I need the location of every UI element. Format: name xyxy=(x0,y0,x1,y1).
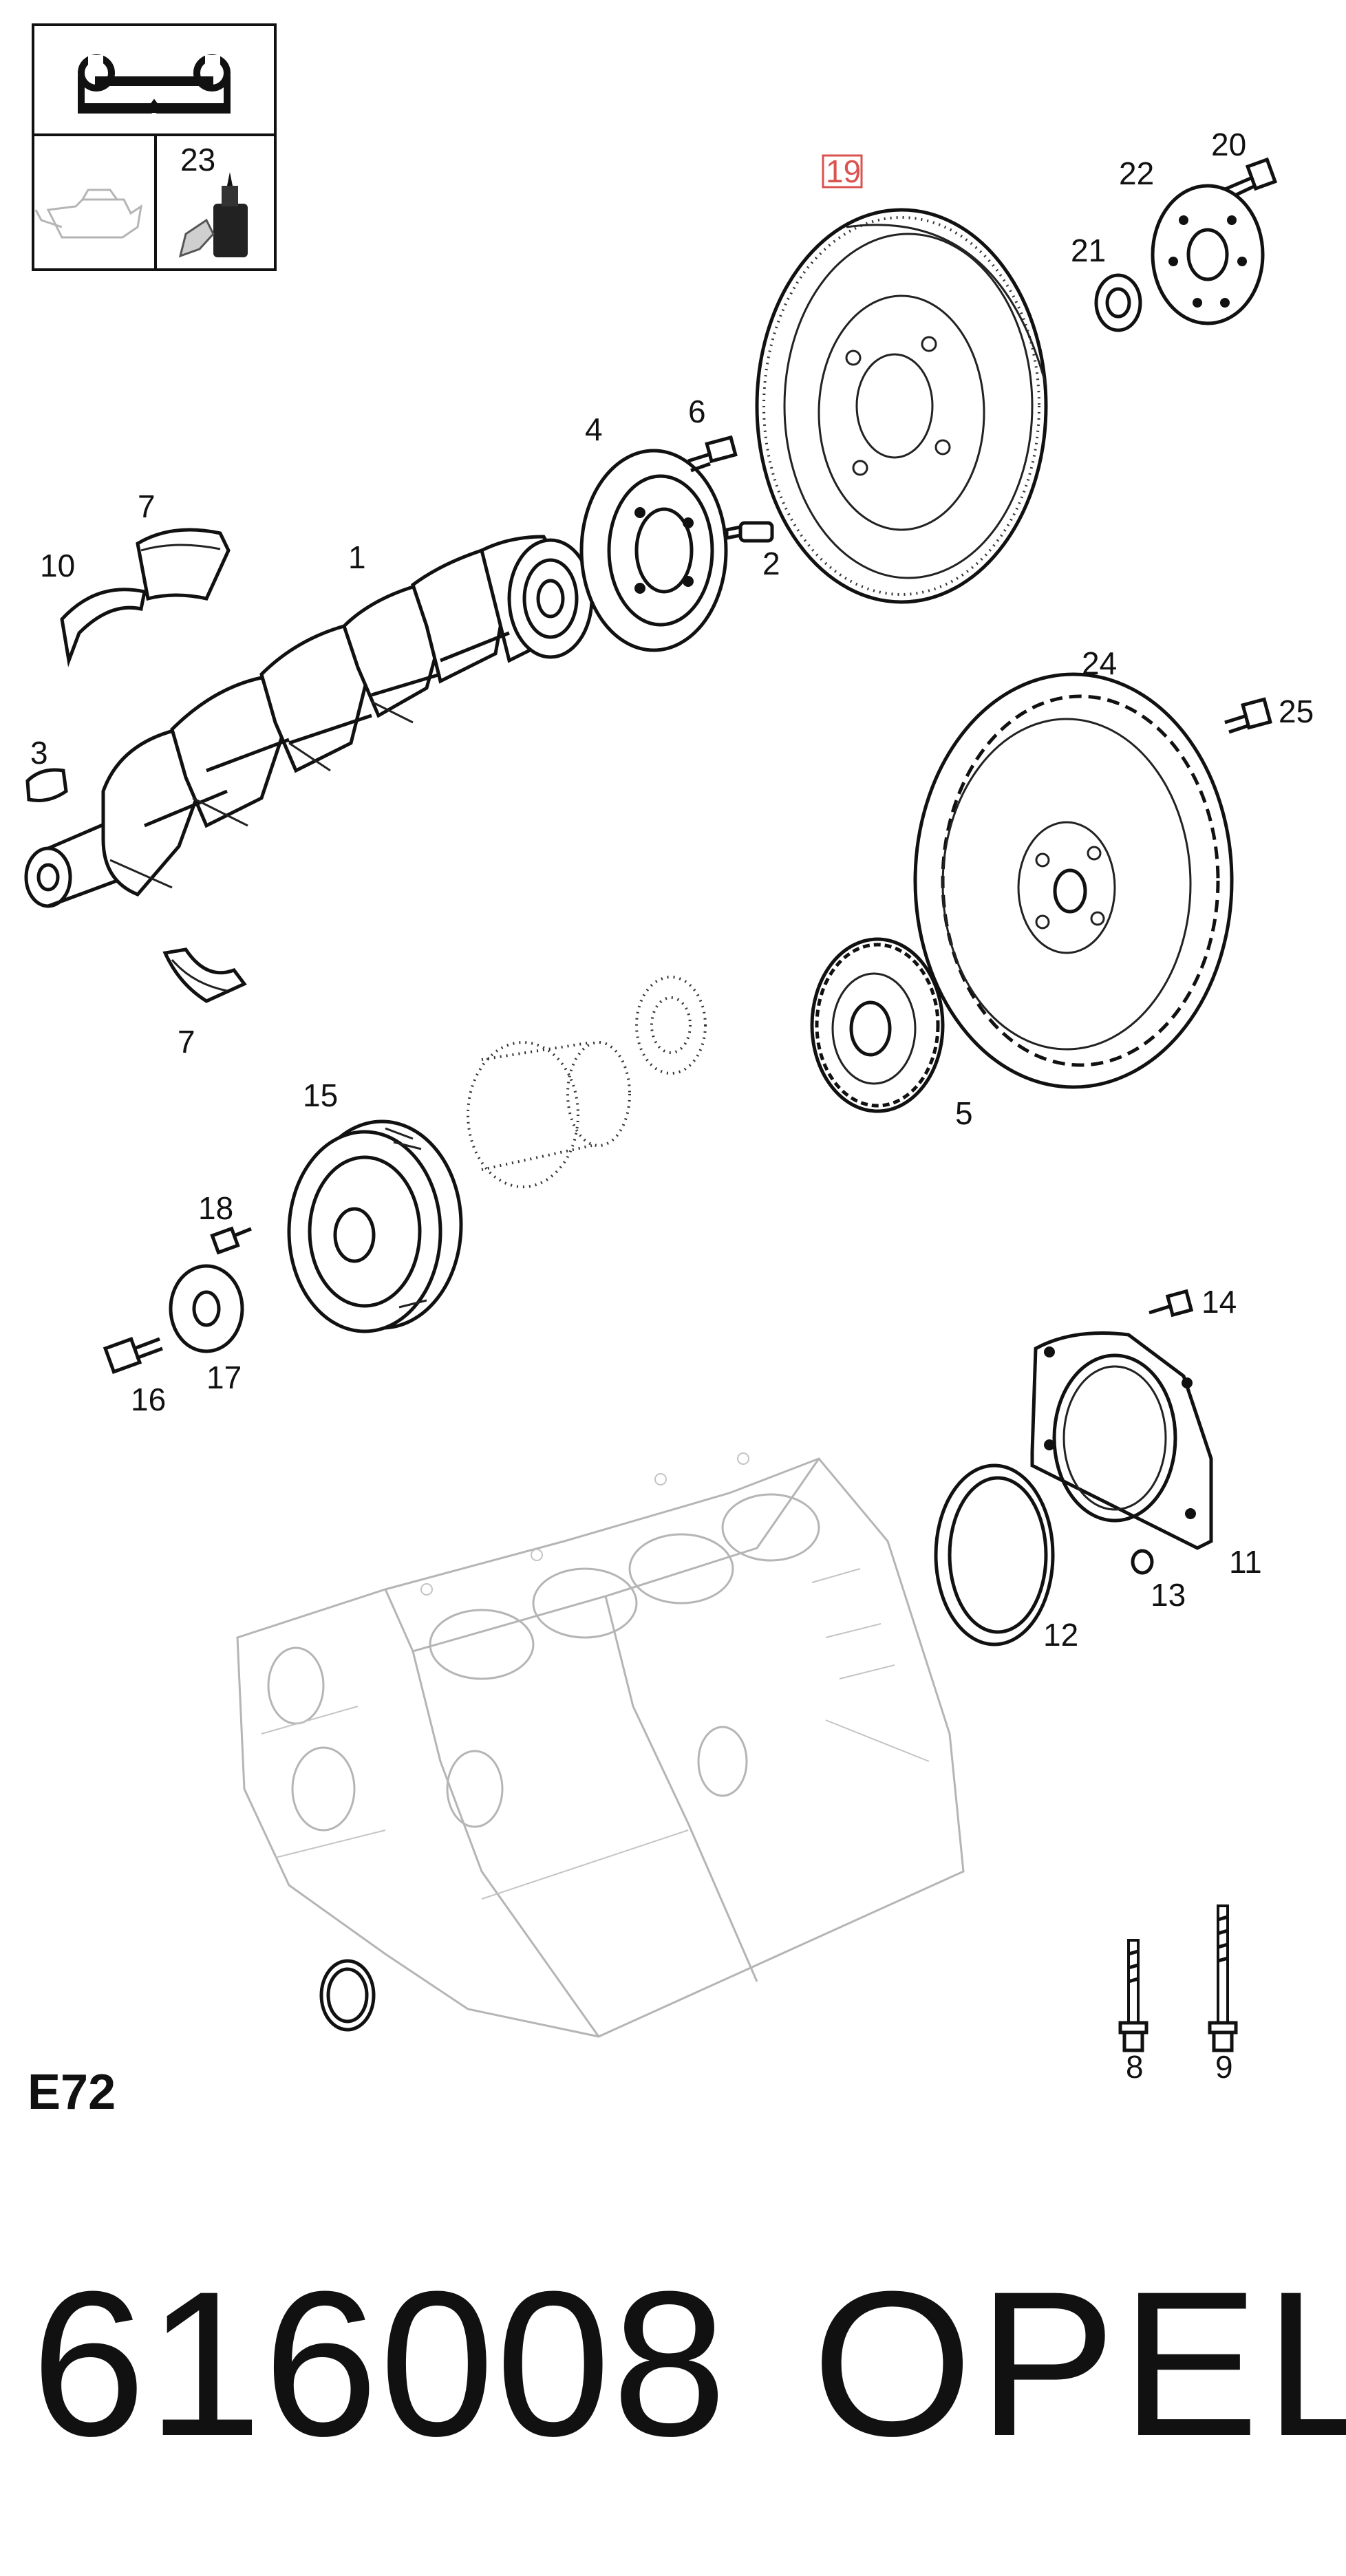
callout-11: 11 xyxy=(1229,1544,1262,1580)
rear-oil-seal: 12 xyxy=(934,1463,1078,1653)
callout-19: 19 xyxy=(826,153,861,189)
callout-25: 25 xyxy=(1279,694,1314,729)
pulley-washer: 17 xyxy=(169,1264,244,1395)
callout-8: 8 xyxy=(1126,2049,1144,2085)
callout-16: 16 xyxy=(131,1382,166,1417)
bolt-9: 9 xyxy=(1208,1904,1238,2085)
wrench-book-icon xyxy=(78,54,231,114)
callout-6: 6 xyxy=(688,394,706,429)
brand-name: OPEL xyxy=(812,2248,1346,2479)
callout-1: 1 xyxy=(348,539,366,575)
thrust-washer: 10 xyxy=(40,548,147,667)
flywheel-bolt-25: 25 xyxy=(1224,694,1314,734)
callout-4: 4 xyxy=(585,411,603,447)
crankshaft-pulley: 15 xyxy=(287,1077,463,1333)
adapter-bolt: 6 xyxy=(687,394,738,473)
callout-20: 20 xyxy=(1211,127,1246,162)
callout-10: 10 xyxy=(40,548,75,583)
bolt-8: 8 xyxy=(1118,1939,1149,2085)
callout-7-upper: 7 xyxy=(138,489,156,524)
callout-5: 5 xyxy=(955,1095,973,1131)
crankshaft: 1 xyxy=(24,535,594,908)
pilot-bearing: 21 xyxy=(1071,233,1142,332)
callout-24: 24 xyxy=(1082,645,1117,681)
oil-can-icon xyxy=(34,189,143,239)
flywheel-bolt: 20 xyxy=(1211,127,1278,200)
callout-13: 13 xyxy=(1151,1577,1186,1613)
legend-box: 23 xyxy=(32,23,277,271)
callout-2: 2 xyxy=(762,546,780,581)
section-code: E72 xyxy=(28,2065,116,2120)
ghost-balancer-gear xyxy=(635,976,707,1075)
bearing-shell-lower: 7 xyxy=(162,947,247,1060)
ghost-balancer-unit xyxy=(467,1041,631,1188)
dowel-pin: 2 xyxy=(725,521,780,581)
callout-21: 21 xyxy=(1071,233,1106,268)
callout-3: 3 xyxy=(30,735,48,771)
catalog-number: 616008 xyxy=(31,2248,729,2479)
flywheel: 24 xyxy=(913,645,1234,1089)
dowel-sleeve: 13 xyxy=(1131,1549,1186,1613)
callout-22: 22 xyxy=(1119,155,1154,191)
callout-14: 14 xyxy=(1201,1284,1237,1320)
seal-housing-bolt: 14 xyxy=(1149,1284,1237,1320)
woodruff-key: 3 xyxy=(25,735,68,802)
highlight-box xyxy=(822,154,863,189)
sealant-tube-icon: 23 xyxy=(178,142,248,258)
front-oil-seal xyxy=(319,1959,376,2032)
pulley-bolt-small: 18 xyxy=(198,1190,252,1255)
callout-18: 18 xyxy=(198,1190,233,1226)
rear-seal-housing: 11 xyxy=(1030,1331,1262,1580)
crankshaft-gear: 5 xyxy=(810,937,973,1131)
callout-12: 12 xyxy=(1043,1617,1078,1653)
dual-mass-flywheel: 19 xyxy=(755,153,1048,604)
engine-block-ghost xyxy=(236,1452,965,2038)
callout-17: 17 xyxy=(206,1360,242,1395)
bearing-shell-upper: 7 xyxy=(136,489,231,601)
callout-7-lower: 7 xyxy=(178,1024,195,1060)
callout-15: 15 xyxy=(303,1077,338,1113)
callout-9: 9 xyxy=(1215,2049,1233,2085)
retaining-plate: 22 xyxy=(1119,155,1265,325)
callout-23: 23 xyxy=(180,142,215,178)
pulley-bolt: 16 xyxy=(103,1337,166,1417)
flywheel-adapter: 4 xyxy=(579,411,728,652)
